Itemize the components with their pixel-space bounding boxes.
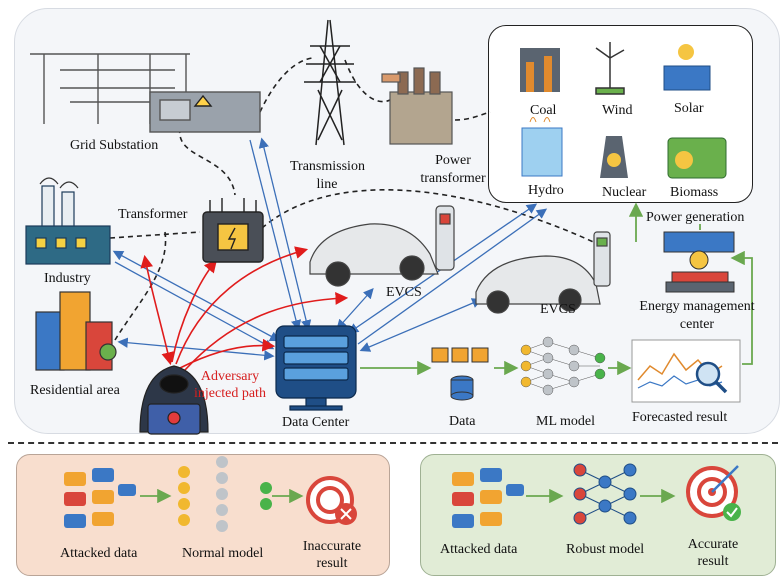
br-label-attacked-data: Attacked data [440,542,518,557]
power-line-transformer-industry [109,231,201,239]
bl-attacked-data-icon [64,468,136,528]
br-label-accurate-result: Accurate result [687,537,739,569]
residential-area-icon [35,291,117,371]
forecast-chart-icon [631,339,741,403]
bl-label-inaccurate-result: Inaccurate result [302,539,362,571]
label-data-center: Data Center [282,415,350,430]
wind-icon [595,42,625,95]
label-transformer: Transformer [118,207,188,222]
communication-links [112,137,548,361]
power-line-tower-transformer [344,59,391,103]
adversary-links [140,246,349,371]
adversary-link-evcs-far [184,292,349,371]
comm-link-residential [117,337,275,361]
evcs-icon-1 [309,205,455,287]
data-flow [140,202,753,504]
label-residential-area: Residential area [30,383,120,398]
label-grid-substation: Grid Substation [70,138,159,153]
solar-icon [663,44,711,91]
flow-forecast-emc [730,250,753,365]
br-robust-model-icon [573,463,637,525]
br-accurate-result-icon [686,465,741,521]
label-ml-model: ML model [536,414,595,429]
label-power-generation: Power generation [646,210,745,225]
section-divider [8,442,778,444]
bl-inaccurate-result-icon [306,476,357,525]
hydro-icon [521,117,563,177]
adversary-link-evcs [175,246,309,365]
adversary-link-industry [140,254,175,366]
br-attacked-data-icon [452,468,524,528]
label-forecasted-result: Forecasted result [632,410,728,425]
transformer-icon [202,198,264,263]
label-biomass: Biomass [670,185,719,200]
comm-link-evcs2 [359,298,483,352]
label-transmission-line: Transmission line [290,159,365,192]
power-line-substation-tower [259,57,313,113]
bl-normal-model-icon [178,456,272,532]
comm-link-evcs [336,288,374,330]
label-data: Data [449,414,476,429]
label-nuclear: Nuclear [602,185,647,200]
coal-icon [520,48,560,92]
ml-model-icon [520,336,606,396]
label-hydro: Hydro [528,183,564,198]
power-line-substation-transformer [179,127,236,196]
label-evcs-1: EVCS [386,285,422,300]
label-evcs-2: EVCS [540,302,576,317]
data-icon [431,347,489,401]
evcs-icon-2 [475,231,611,314]
power-transformer-icon [381,67,453,145]
bl-label-normal-model: Normal model [182,546,264,561]
label-solar: Solar [674,101,704,116]
data-center-icon [275,325,357,411]
comm-link-substation-2 [249,139,302,331]
power-line-powertx-genbox [454,111,491,121]
adversary-link-transformer [171,259,218,363]
biomass-icon [667,137,727,179]
energy-management-center-icon [663,231,735,293]
industry-icon [25,177,111,265]
br-label-robust-model: Robust model [566,542,645,557]
comm-link-substation [258,137,312,331]
transmission-tower-icon [304,19,356,146]
label-adversary-path: Adversary injected path [194,369,266,401]
nuclear-icon [600,136,628,178]
label-energy-management-center: Energy management center [639,299,755,332]
label-wind: Wind [602,103,633,118]
comm-link-industry [112,250,281,342]
label-power-transformer: Power transformer [420,153,486,186]
bl-label-attacked-data: Attacked data [60,546,138,561]
label-industry: Industry [44,271,91,286]
hacker-icon [139,365,209,435]
label-coal: Coal [530,103,557,118]
grid-substation-icon [30,53,261,133]
